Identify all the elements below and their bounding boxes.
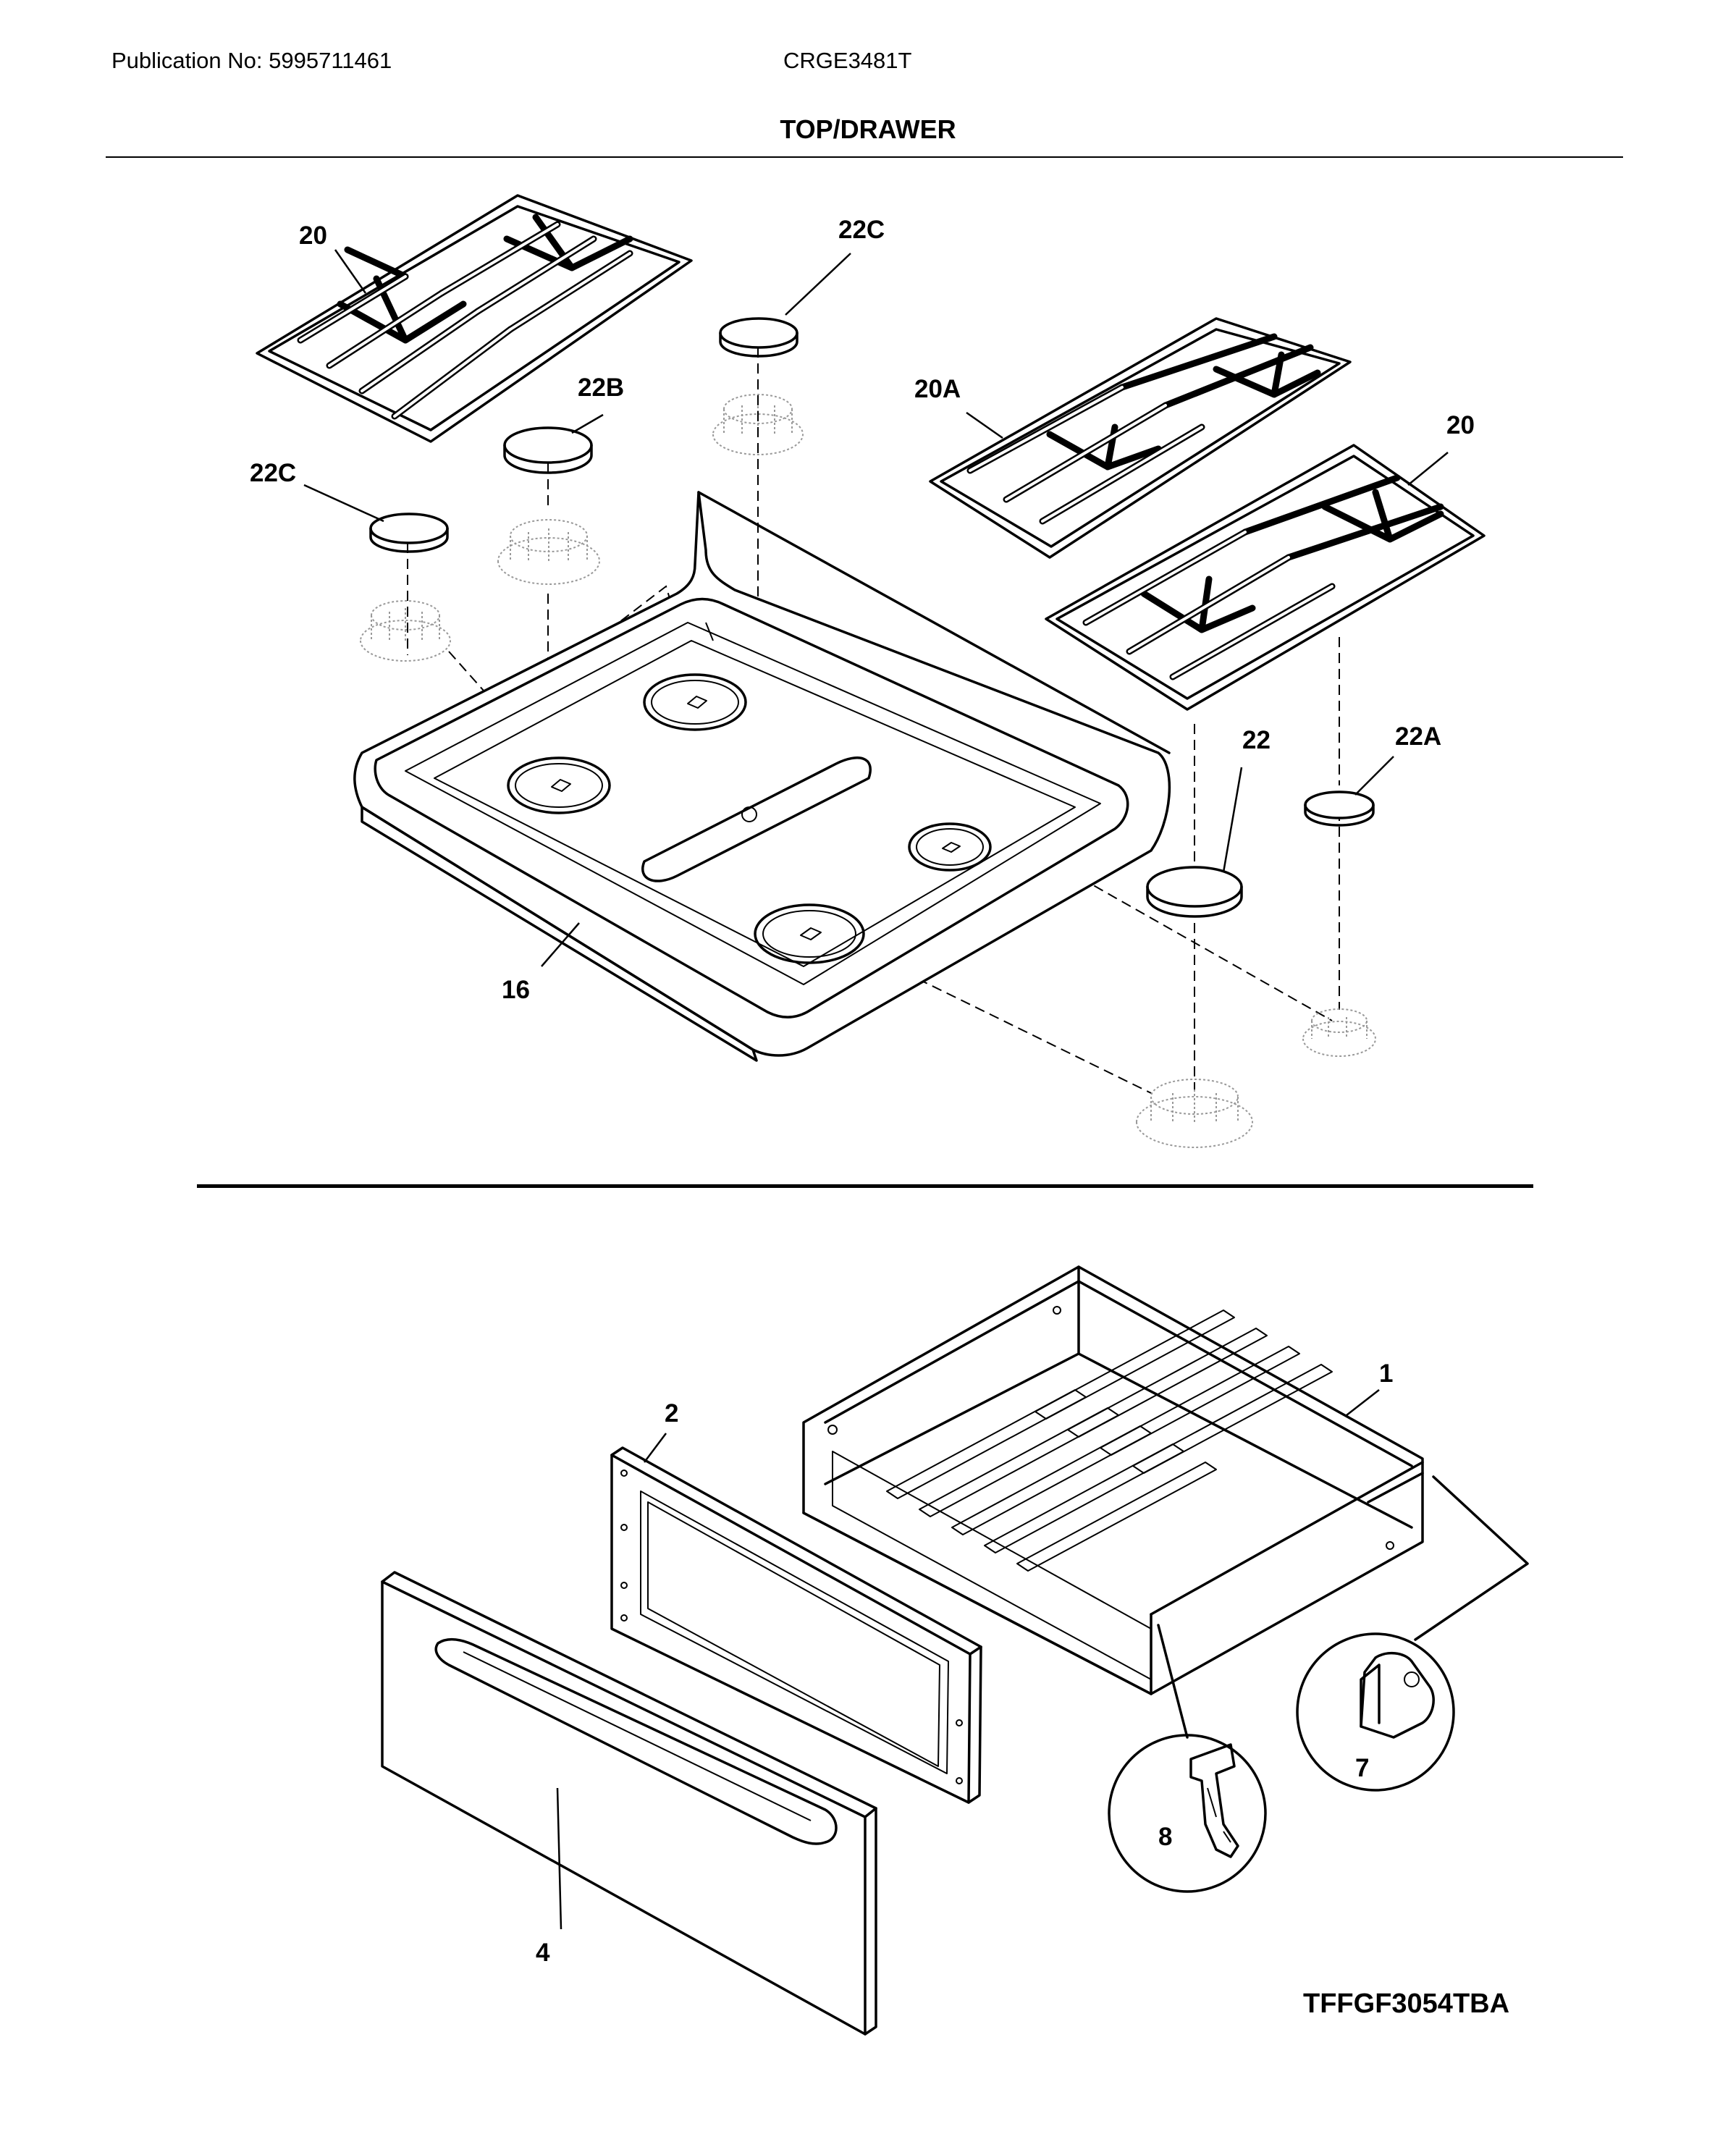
drawer-inner-panel [610, 1446, 982, 1804]
diagram-id: TFFGF3054TBA [1303, 1989, 1510, 2019]
callout-8: 8 [1158, 1823, 1173, 1851]
detail-glide-8 [1108, 1624, 1267, 1893]
publication-number: Publication No: 5995711461 [111, 48, 392, 73]
section-title: TOP/DRAWER [780, 114, 956, 144]
callout-4: 4 [536, 1939, 550, 1967]
detail-bracket-7 [1296, 1475, 1529, 1792]
callout-20-right: 20 [1446, 411, 1475, 439]
grate-right [1045, 444, 1486, 711]
grate-left [256, 194, 693, 443]
callout-22b: 22B [578, 374, 625, 402]
burner-base-center [497, 519, 601, 585]
callout-leaders-bottom [556, 1389, 1380, 1930]
callout-20a: 20A [914, 375, 961, 403]
callout-2: 2 [665, 1399, 679, 1428]
section-divider [197, 1184, 1533, 1188]
callout-16: 16 [502, 976, 530, 1004]
callout-1: 1 [1379, 1359, 1394, 1388]
burner-cap-22a [1304, 790, 1375, 827]
burner-base-top [712, 394, 804, 455]
cooktop-main-top [353, 491, 1171, 1062]
burner-base-right-rear [1302, 1008, 1377, 1057]
burner-cap-22c-top [719, 317, 799, 358]
burner-base-left [359, 600, 452, 662]
callout-22a: 22A [1395, 722, 1442, 751]
callout-22c-top: 22C [838, 216, 885, 244]
drawer-body [802, 1265, 1424, 1695]
burner-cap-22 [1146, 866, 1243, 918]
grate-20a [929, 317, 1352, 559]
burner-cap-22c-left [369, 513, 449, 553]
callout-7: 7 [1355, 1754, 1370, 1782]
burner-base-right-front [1135, 1079, 1254, 1148]
callout-leaders-top [303, 249, 1449, 967]
callout-22: 22 [1242, 726, 1271, 754]
drawer-front [381, 1571, 877, 2036]
model-number: CRGE3481T [783, 48, 912, 73]
callout-22c-left: 22C [250, 459, 297, 487]
callout-20-left: 20 [299, 222, 327, 250]
header-rule [106, 156, 1623, 158]
